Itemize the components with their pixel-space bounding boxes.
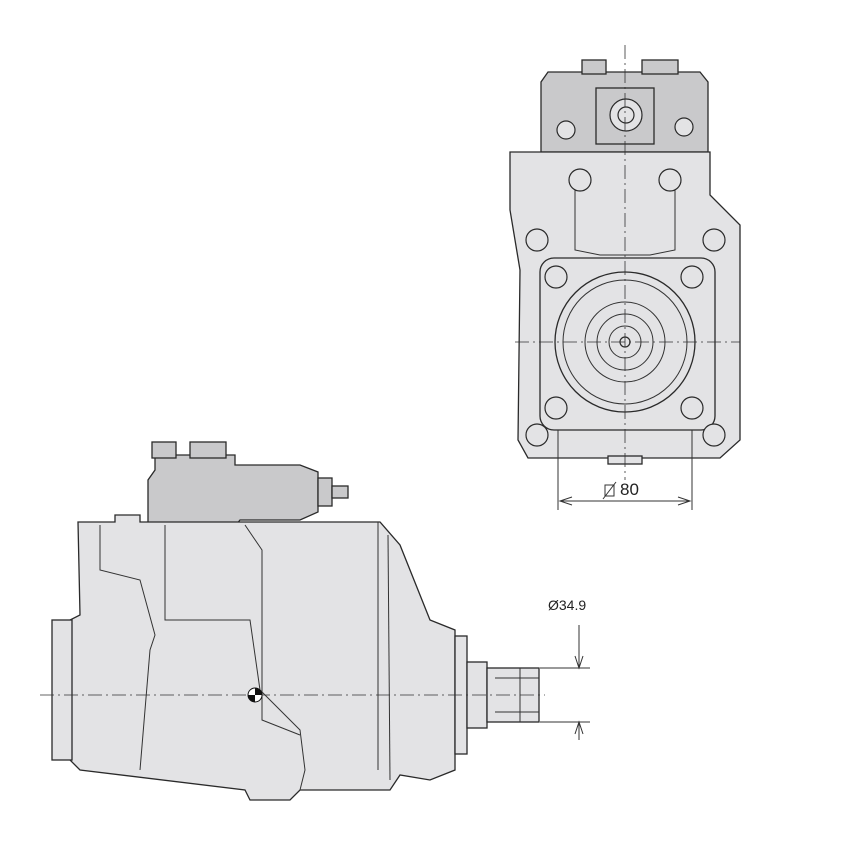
shaft-diameter-label: Ø34.9: [548, 597, 587, 613]
center-of-gravity-icon: [247, 687, 263, 703]
side-view: [40, 441, 590, 801]
bolt-holes: [525, 168, 726, 447]
control-block-side: [147, 454, 319, 526]
flange-dimension-label: 80: [620, 480, 639, 499]
front-view: [509, 45, 741, 510]
square-flange-symbol: [604, 484, 615, 497]
